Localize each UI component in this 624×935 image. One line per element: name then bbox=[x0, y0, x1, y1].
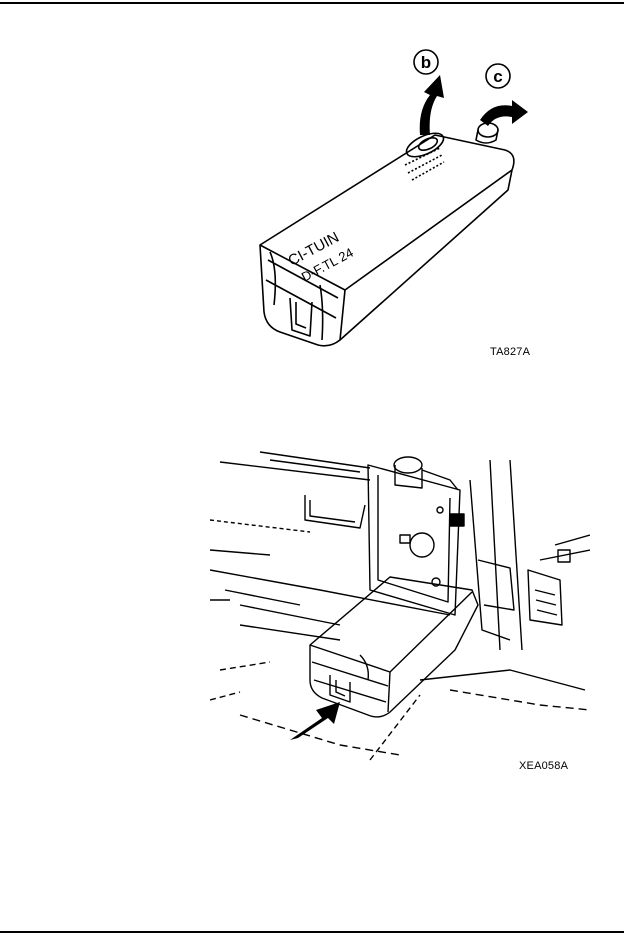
cartridge-body bbox=[259, 134, 515, 347]
top-rule bbox=[0, 2, 624, 4]
label-b-text: b bbox=[421, 53, 431, 72]
figure-2-caption: XEA058A bbox=[519, 760, 569, 772]
cap-opening bbox=[405, 132, 445, 158]
label-c-text: c bbox=[493, 67, 502, 86]
bottom-rule bbox=[0, 931, 624, 933]
arrow-c-icon bbox=[480, 100, 528, 126]
arrow-b-icon bbox=[419, 75, 444, 135]
label-b-circle: b bbox=[413, 49, 439, 75]
machine-plate bbox=[367, 464, 461, 616]
figure-cartridge-insertion bbox=[210, 451, 590, 761]
cartridge-inserted bbox=[309, 576, 479, 718]
insert-arrow-icon bbox=[290, 702, 340, 740]
label-c-circle: c bbox=[485, 63, 511, 89]
figure-cartridge-cap-removal: b c CI-TUIN D-F.TL 24 bbox=[259, 49, 528, 347]
figure-1-caption: TA827A bbox=[490, 346, 531, 358]
